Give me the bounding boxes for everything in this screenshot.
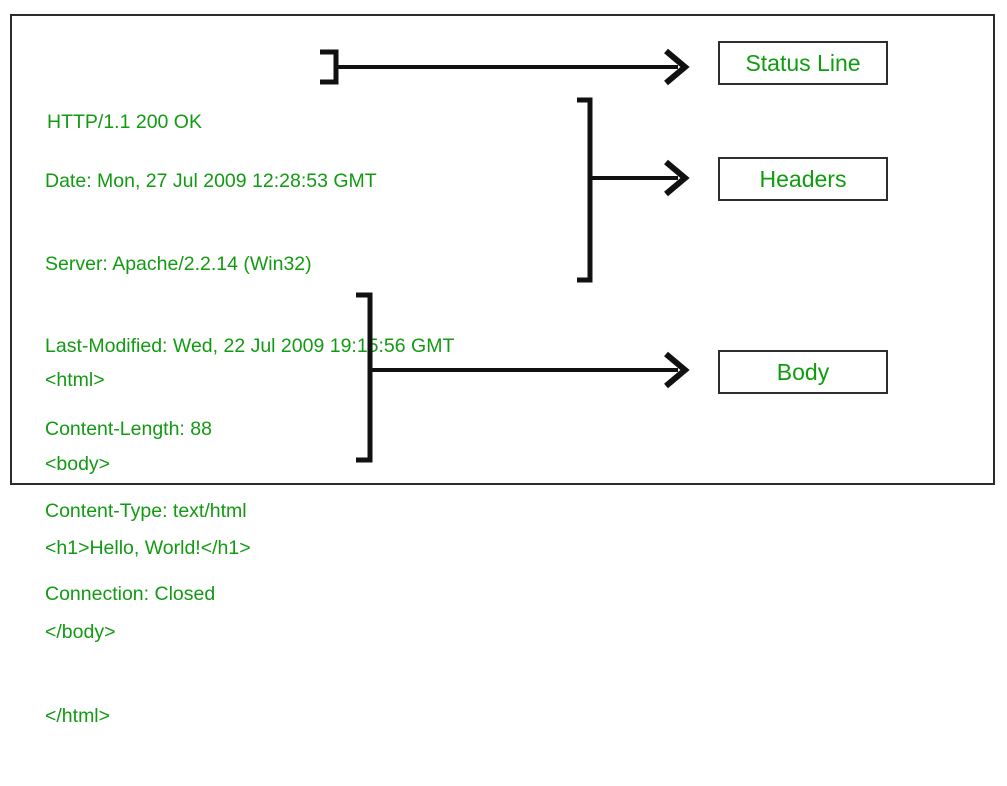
status-line-text-block: HTTP/1.1 200 OK: [47, 54, 202, 192]
body-line: <body>: [45, 453, 111, 475]
body-line: <html>: [45, 369, 105, 391]
header-line: Last-Modified: Wed, 22 Jul 2009 19:15:56…: [45, 335, 455, 357]
body-text-block: <html> <body> <h1>Hello, World!</h1> </b…: [45, 310, 251, 786]
http-response-diagram: HTTP/1.1 200 OK Date: Mon, 27 Jul 2009 1…: [10, 14, 995, 727]
header-line: Server: Apache/2.2.14 (Win32): [45, 252, 312, 275]
label-box-headers-text: Headers: [759, 165, 847, 192]
header-line: Content-Length: 88: [45, 417, 212, 440]
label-box-body: Body: [718, 350, 888, 394]
body-line: </body>: [45, 621, 116, 643]
body-line: <h1>Hello, World!</h1>: [45, 537, 251, 559]
header-line: Date: Mon, 27 Jul 2009 12:28:53 GMT: [45, 170, 377, 192]
diagram-frame: [10, 14, 995, 485]
label-box-status-line-text: Status Line: [745, 49, 861, 76]
status-line-text: HTTP/1.1 200 OK: [47, 111, 202, 133]
body-line: </html>: [45, 705, 111, 727]
label-box-headers: Headers: [718, 157, 888, 201]
label-box-body-text: Body: [776, 358, 830, 385]
label-box-status-line: Status Line: [718, 41, 888, 85]
